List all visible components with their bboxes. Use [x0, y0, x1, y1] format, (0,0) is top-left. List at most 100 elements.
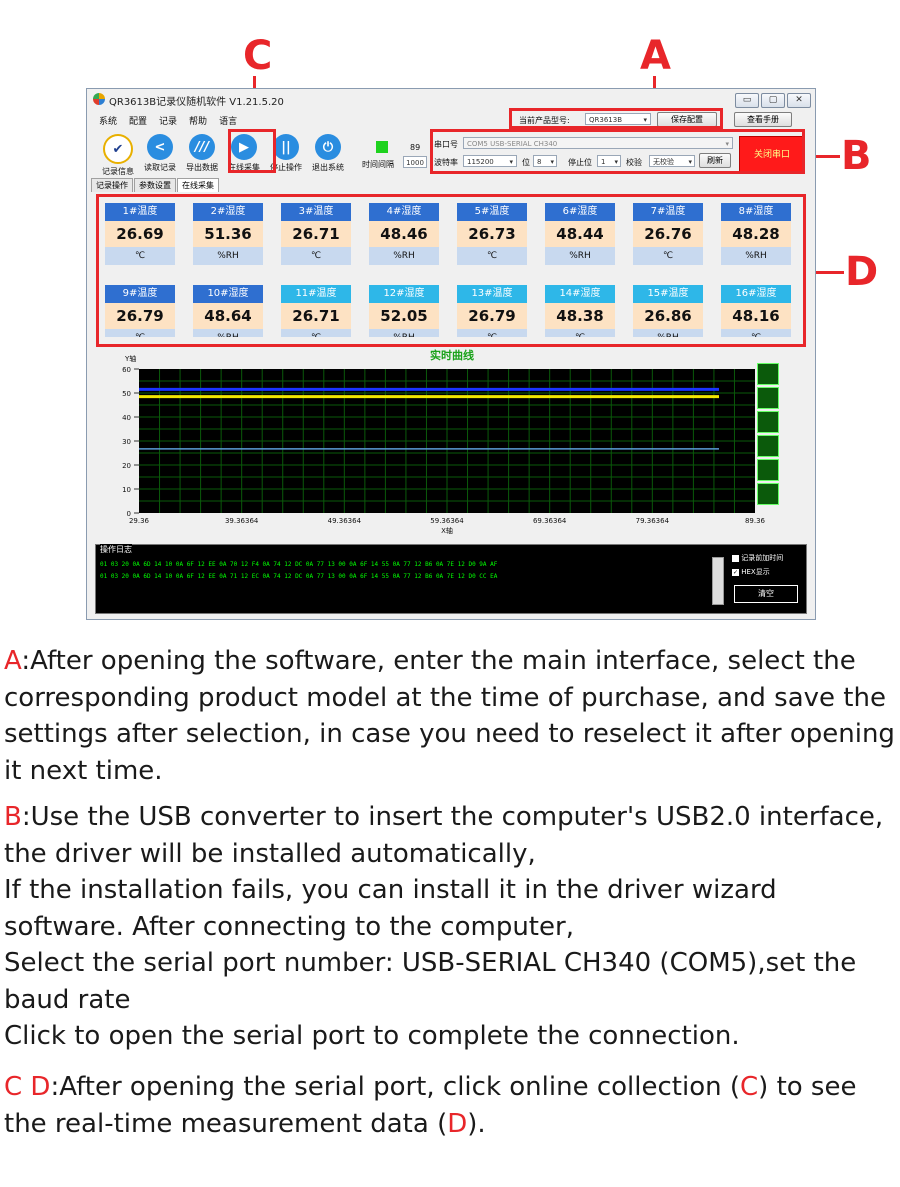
clear-log-button[interactable]: 清空 [734, 585, 798, 603]
product-model-select[interactable]: QR3613B ▾ [585, 113, 651, 125]
auto-button[interactable] [757, 411, 779, 433]
drag-button[interactable] [757, 459, 779, 481]
menu-system[interactable]: 系统 [99, 117, 118, 127]
channel-value: 48.28 [721, 221, 791, 247]
menu-record[interactable]: 记录 [159, 117, 178, 127]
stop-bits-select[interactable]: 1 ▾ [597, 155, 621, 167]
channel-name: 12#湿度 [369, 285, 439, 303]
channel-unit: ℃ [105, 329, 175, 337]
baud-select[interactable]: 115200 ▾ [463, 155, 517, 167]
opt-hex-checkbox[interactable]: ✓ [732, 568, 739, 576]
port-value: COM5 USB-SERIAL CH340 [467, 140, 558, 148]
interval-input[interactable]: 1000 [403, 156, 427, 168]
indicator-value: 89 [410, 143, 421, 152]
y-tick-label: 20 [122, 462, 131, 470]
view-manual-button[interactable]: 查看手册 [734, 112, 792, 127]
description-cd: C D:After opening the serial port, click… [4, 1069, 896, 1142]
read-record-button[interactable]: < 读取记录 [139, 134, 181, 174]
tag-b: B [4, 802, 22, 832]
refresh-button[interactable]: 刷新 [699, 153, 731, 168]
y-tick-label: 10 [122, 486, 131, 494]
log-scrollbar[interactable] [712, 557, 724, 605]
channel-name: 4#湿度 [369, 203, 439, 221]
stop-button[interactable]: || 停止操作 [265, 134, 307, 174]
xa-button[interactable] [757, 435, 779, 457]
text-cd1: :After opening the serial port, click on… [50, 1072, 740, 1102]
x-tick-label: 59.36364 [430, 517, 464, 525]
chart-title: 实时曲线 [430, 349, 474, 362]
title-bar: QR3613B记录仪随机软件 V1.21.5.20 ▭ ▢ ✕ [87, 89, 815, 109]
extra-button[interactable] [757, 483, 779, 505]
opt-hex-label: HEX显示 [741, 568, 770, 576]
online-collect-button[interactable]: ▶ 在线采集 [223, 134, 265, 174]
channel-unit: %RH [633, 329, 703, 337]
parity-select[interactable]: 无校验 ▾ [649, 155, 695, 167]
opt-hex-row[interactable]: ✓ HEX显示 [732, 567, 770, 577]
channel-name: 9#温度 [105, 285, 175, 303]
baud-label: 波特率 [434, 158, 458, 167]
channel-value: 26.71 [281, 303, 351, 329]
close-window-button[interactable]: ✕ [787, 93, 811, 108]
log-line: 01 03 20 0A 6D 14 10 0A 6F 12 EE 0A 71 1… [100, 573, 498, 580]
text-b4: Click to open the serial port to complet… [4, 1021, 740, 1051]
tab-record-ops[interactable]: 记录操作 [91, 178, 133, 192]
grid-toggle-button[interactable] [757, 363, 779, 385]
channel-name: 3#温度 [281, 203, 351, 221]
callout-b: B [841, 133, 872, 179]
channel-value: 48.46 [369, 221, 439, 247]
app-logo-icon [93, 93, 105, 105]
exit-button[interactable]: ⏻ 退出系统 [307, 134, 349, 174]
maximize-button[interactable]: ▢ [761, 93, 785, 108]
channel-value: 26.73 [457, 221, 527, 247]
opt-time-row[interactable]: 记录前加时间 [732, 553, 783, 563]
x-tick-label: 89.36 [745, 517, 766, 525]
tab-params[interactable]: 参数设置 [134, 178, 176, 192]
tab-online-collect[interactable]: 在线采集 [177, 178, 219, 192]
channel-name: 11#温度 [281, 285, 351, 303]
stop-bits-label: 停止位 [568, 158, 592, 167]
menu-config[interactable]: 配置 [129, 117, 148, 127]
channel-unit: ℃ [281, 329, 351, 337]
channel-value: 48.64 [193, 303, 263, 329]
x-tick-label: 69.36364 [533, 517, 567, 525]
export-data-button[interactable]: /// 导出数据 [181, 134, 223, 174]
x-tick-label: 49.36364 [328, 517, 362, 525]
channel-value: 52.05 [369, 303, 439, 329]
text-cd3: ). [467, 1108, 486, 1139]
channel-name: 5#温度 [457, 203, 527, 221]
chevron-down-icon: ▾ [725, 140, 729, 148]
menu-help[interactable]: 帮助 [189, 117, 208, 127]
zoom-button[interactable] [757, 387, 779, 409]
toolbar: ✔ 记录信息 < 读取记录 /// 导出数据 ▶ 在线采集 || 停止操作 ⏻ … [97, 134, 349, 176]
channel-unit: %RH [369, 329, 439, 337]
status-indicator [376, 141, 388, 153]
channel-unit: ℃ [281, 247, 351, 265]
channel-value: 26.79 [105, 303, 175, 329]
chevron-down-icon: ▾ [550, 158, 554, 166]
port-select[interactable]: COM5 USB-SERIAL CH340 ▾ [463, 137, 733, 149]
tab-bar: 记录操作 参数设置 在线采集 [91, 178, 220, 192]
opt-time-checkbox[interactable] [732, 554, 739, 562]
tag-a: A [4, 646, 22, 676]
menu-bar: 系统 配置 记录 帮助 语言 [99, 114, 237, 127]
record-info-button[interactable]: ✔ 记录信息 [97, 134, 139, 176]
x-tick-label: 79.36364 [636, 517, 670, 525]
callout-d: D [845, 249, 879, 295]
log-line: 01 03 20 0A 6D 14 10 0A 6F 12 EE 0A 70 1… [100, 561, 498, 568]
channel-unit: ℃ [545, 329, 615, 337]
bits-select[interactable]: 8 ▾ [533, 155, 557, 167]
channel-name: 16#湿度 [721, 285, 791, 303]
chevron-down-icon: ▾ [688, 158, 692, 166]
channel-unit: %RH [193, 247, 263, 265]
share-icon: < [147, 134, 173, 160]
minimize-button[interactable]: ▭ [735, 93, 759, 108]
port-label: 串口号 [434, 140, 458, 149]
menu-language[interactable]: 语言 [219, 117, 238, 127]
highlight-box-a [509, 108, 723, 129]
